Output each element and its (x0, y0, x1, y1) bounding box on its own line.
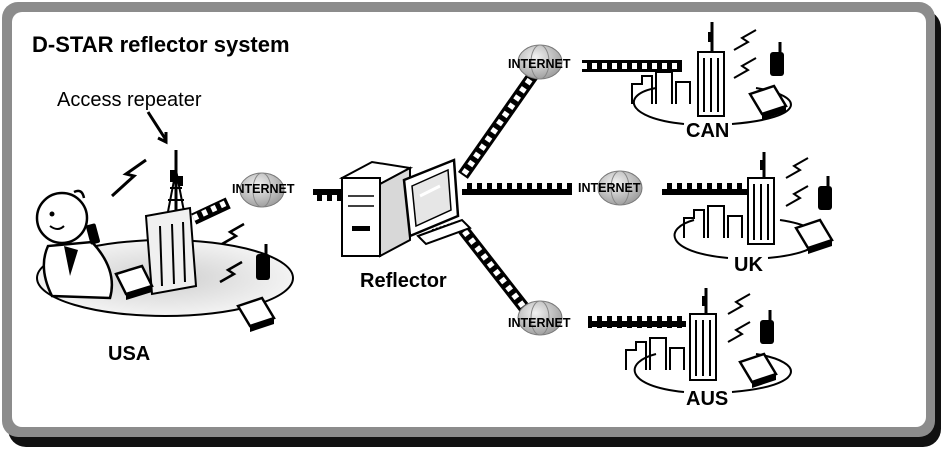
handheld-radio-icon (770, 42, 784, 76)
site-uk: UK (673, 152, 834, 276)
lightning-signal-icon (727, 321, 751, 343)
internet-node-uk: INTERNET (578, 170, 643, 206)
lightning-signal-icon (733, 57, 757, 79)
globe-icon (517, 44, 563, 80)
data-link-can (458, 60, 682, 179)
globe-icon (517, 300, 563, 336)
diagram-title: D-STAR reflector system (32, 32, 290, 57)
handheld-radio-icon (760, 310, 774, 344)
internet-node-usa: INTERNET (232, 172, 295, 208)
lightning-signal-icon (733, 29, 757, 51)
internet-label: INTERNET (508, 57, 571, 71)
internet-node-can: INTERNET (508, 44, 571, 80)
city-skyline-icon (625, 288, 717, 381)
internet-label: INTERNET (508, 316, 571, 330)
pointer-arrow (146, 111, 168, 145)
lightning-signal-icon (221, 222, 245, 246)
data-link-uk (462, 183, 748, 195)
site-label-aus: AUS (686, 388, 728, 410)
reflector-computer: Reflector (338, 158, 472, 292)
lightning-signal-icon (785, 185, 809, 207)
lightning-signal-icon (219, 260, 243, 284)
repeater-building (144, 206, 198, 296)
lightning-signal-icon (110, 158, 147, 198)
internet-label: INTERNET (232, 182, 295, 196)
lightning-signal-icon (785, 157, 809, 179)
site-label-can: CAN (686, 120, 729, 142)
site-aus: AUS (625, 288, 792, 410)
internet-label: INTERNET (578, 181, 641, 195)
mobile-radio-icon (738, 352, 778, 388)
person-icon (35, 189, 114, 300)
city-skyline-icon (631, 22, 725, 117)
mobile-radio-icon (794, 218, 834, 254)
site-label-usa: USA (108, 343, 150, 365)
mobile-radio-icon (236, 296, 276, 332)
handheld-radio-icon (256, 244, 270, 280)
city-skyline-icon (683, 152, 775, 245)
mobile-radio-icon (748, 84, 788, 120)
data-link-aus (458, 225, 686, 328)
monitor-icon (402, 158, 472, 246)
server-tower-icon (338, 160, 414, 258)
handheld-radio-icon (818, 176, 832, 210)
city-ground (633, 353, 792, 393)
reflector-label: Reflector (360, 270, 447, 292)
internet-node-aus: INTERNET (508, 300, 571, 336)
globe-icon (239, 172, 285, 208)
site-can: CAN (631, 22, 792, 142)
access-repeater-label: Access repeater (57, 89, 202, 111)
globe-icon (597, 170, 643, 206)
lightning-signal-icon (727, 293, 751, 315)
mobile-radio-icon (114, 264, 154, 300)
site-usa: Access repeater (35, 89, 294, 365)
data-link-usa (191, 189, 349, 225)
site-label-uk: UK (734, 254, 763, 276)
